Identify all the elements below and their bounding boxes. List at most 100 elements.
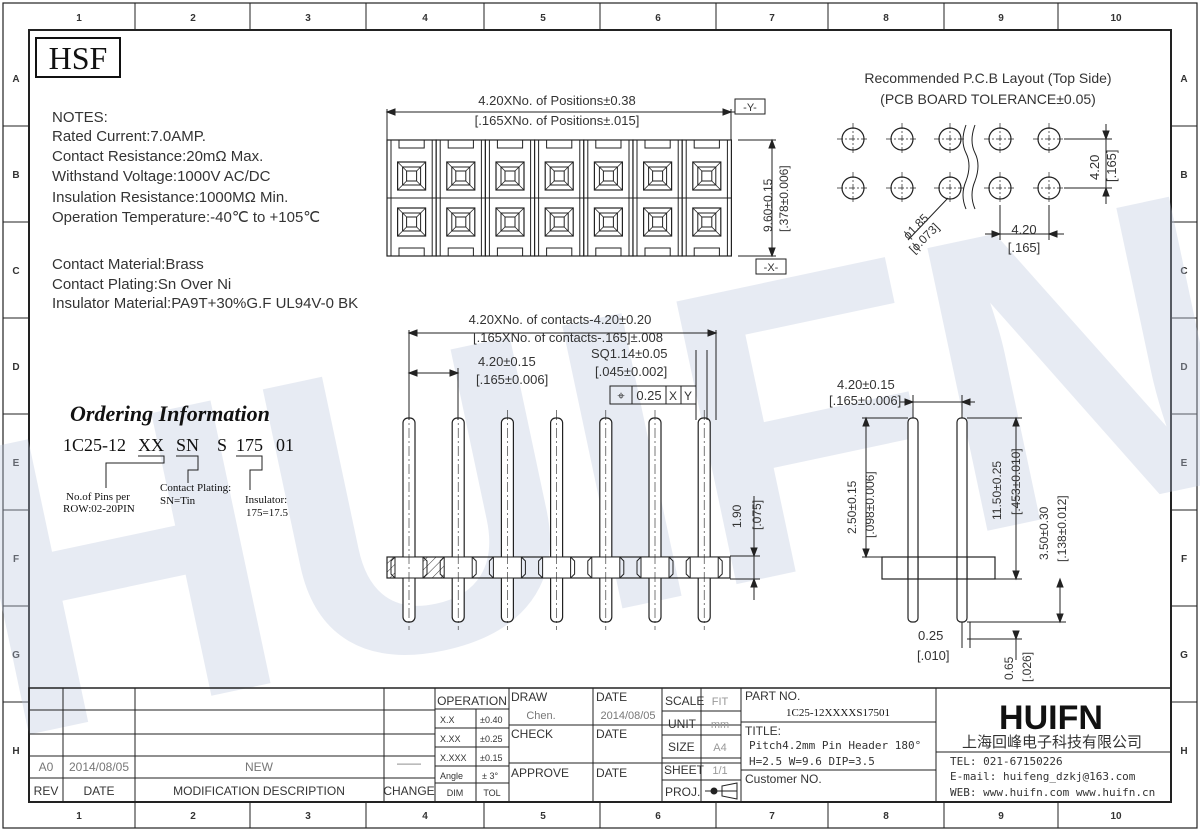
row-pitch: 4.20 [1087, 155, 1102, 180]
tol-label: Angle [440, 771, 463, 781]
frame-letter: B [1180, 170, 1187, 181]
pcb-hole [984, 123, 1016, 155]
pcb-hole [934, 172, 966, 204]
d5-dim: 0.65 [1002, 656, 1016, 680]
housing-cell [681, 139, 733, 257]
dim-label: DIM [447, 788, 464, 798]
frame-number: 2 [190, 811, 196, 822]
material-line: Insulator Material:PA9T+30%G.F UL94V-0 B… [52, 295, 358, 312]
top-view: 4.20XNo. of Positions±0.38 [.165XNo. of … [385, 93, 791, 275]
pcb-layout: Recommended P.C.B Layout (Top Side) (PCB… [837, 70, 1119, 256]
side-view: 4.20±0.15 [.165±0.006] 2.50±0.15 [.098±0… [829, 377, 1069, 682]
material-line: Contact Material:Brass [52, 256, 204, 273]
frame-number: 6 [655, 13, 661, 24]
pins-label: ROW:02-20PIN [63, 503, 135, 515]
tol-label: X.XXX [440, 753, 467, 763]
d4-dim-inch: [.010] [917, 648, 950, 663]
frame-number: 3 [305, 13, 311, 24]
height-dim: 9.60±0.15 [761, 178, 775, 232]
date-label: DATE [596, 766, 627, 780]
company-logo: HUIFN [999, 699, 1103, 737]
side-pitch-inch: [.165±0.006] [829, 393, 901, 408]
ordering-code-prefix: 1C25-12 [63, 435, 126, 455]
draw-value: Chen. [526, 710, 555, 722]
ordering-code-suffix: 01 [276, 435, 294, 455]
pcb-hole [837, 123, 869, 155]
frame-letter: C [12, 266, 19, 277]
company-name: 上海回峰电子科技有限公司 [962, 734, 1142, 751]
sq-dim-inch: [.045±0.002] [595, 364, 667, 379]
sheet-value: 1/1 [712, 765, 727, 777]
insulator-label: Insulator: [245, 494, 287, 506]
pcb-hole [837, 172, 869, 204]
unit-label: UNIT [668, 717, 697, 731]
tol-label: X.X [440, 715, 455, 725]
frame-number: 3 [305, 811, 311, 822]
tol-header: TOL [483, 788, 500, 798]
d2-dim-inch: [.453±0.010] [1009, 448, 1023, 515]
housing-cell [435, 139, 487, 257]
frame-number: 5 [540, 13, 546, 24]
ordering-code-plating: SN [176, 435, 199, 455]
rev-desc: NEW [245, 760, 274, 774]
notes-line: Operation Temperature:-40℃ to +105℃ [52, 209, 320, 226]
scale-label: SCALE [665, 694, 704, 708]
tol-value: ±0.40 [480, 715, 502, 725]
date-header: DATE [83, 784, 114, 798]
tol-value: ±0.15 [480, 753, 502, 763]
tolerance-datum-x: X [669, 389, 677, 403]
approve-label: APPROVE [511, 766, 569, 780]
pcb-title: Recommended P.C.B Layout (Top Side) [864, 70, 1111, 86]
notes: NOTES: Rated Current:7.0AMP. Contact Res… [52, 109, 358, 312]
unit-value: mm [711, 719, 729, 731]
notes-line: NOTES: [52, 109, 108, 126]
frame-number: 8 [883, 13, 889, 24]
ordering-code-pins: XX [138, 435, 164, 455]
width-dim: 4.20XNo. of Positions±0.38 [478, 93, 635, 108]
insulator-label: 175=17.5 [246, 507, 288, 519]
customer-label: Customer NO. [745, 772, 822, 786]
housing-cells [386, 139, 733, 257]
part-number: 1C25-12XXXXS17501 [786, 707, 890, 719]
notes-line: Insulation Resistance:1000MΩ Min. [52, 189, 288, 206]
frame-letter: A [1180, 74, 1187, 85]
pin [685, 410, 723, 630]
frame-letter: G [1180, 650, 1188, 661]
operation-label: OPERATION [437, 694, 507, 708]
frame-number: 10 [1110, 13, 1122, 24]
tol-label: X.XX [440, 734, 461, 744]
frame-number: 10 [1110, 811, 1122, 822]
col-pitch-inch: [.165] [1008, 240, 1041, 255]
projection-icon [705, 782, 738, 800]
front-pins [386, 410, 731, 630]
frame-letter: D [1180, 362, 1187, 373]
pin [488, 410, 526, 630]
date-label: DATE [596, 690, 627, 704]
pcb-hole [934, 123, 966, 155]
frame-number: 9 [998, 811, 1004, 822]
d3-dim: 3.50±0.30 [1037, 506, 1051, 560]
title-block: REV DATE MODIFICATION DESCRIPTION CHANGE… [28, 687, 1172, 803]
row-pitch-inch: [.165] [1104, 149, 1119, 182]
col-pitch: 4.20 [1011, 222, 1036, 237]
date-label: DATE [596, 727, 627, 741]
frame-letter: H [12, 746, 19, 757]
pin [587, 410, 625, 630]
plating-label: Contact Plating: [160, 482, 231, 494]
frame-number: 2 [190, 13, 196, 24]
d4-dim: 0.25 [918, 628, 943, 643]
width-dim-inch: [.165XNo. of Positions±.015] [475, 113, 640, 128]
company-tel: TEL: 021-67150226 [950, 755, 1063, 768]
front-view: 4.20XNo. of contacts-4.20±0.20 [.165XNo.… [386, 312, 764, 630]
frame-number: 7 [769, 811, 775, 822]
notes-line: Withstand Voltage:1000V AC/DC [52, 168, 271, 185]
frame-number: 7 [769, 13, 775, 24]
plating-label: SN=Tin [160, 495, 196, 507]
overall-dim: 4.20XNo. of contacts-4.20±0.20 [469, 312, 652, 327]
frame-number: 1 [76, 13, 82, 24]
date-value: 2014/08/05 [600, 710, 655, 722]
d1-dim: 2.50±0.15 [845, 480, 859, 534]
pin [538, 410, 576, 630]
housing-cell [533, 139, 585, 257]
frame-number: 6 [655, 811, 661, 822]
